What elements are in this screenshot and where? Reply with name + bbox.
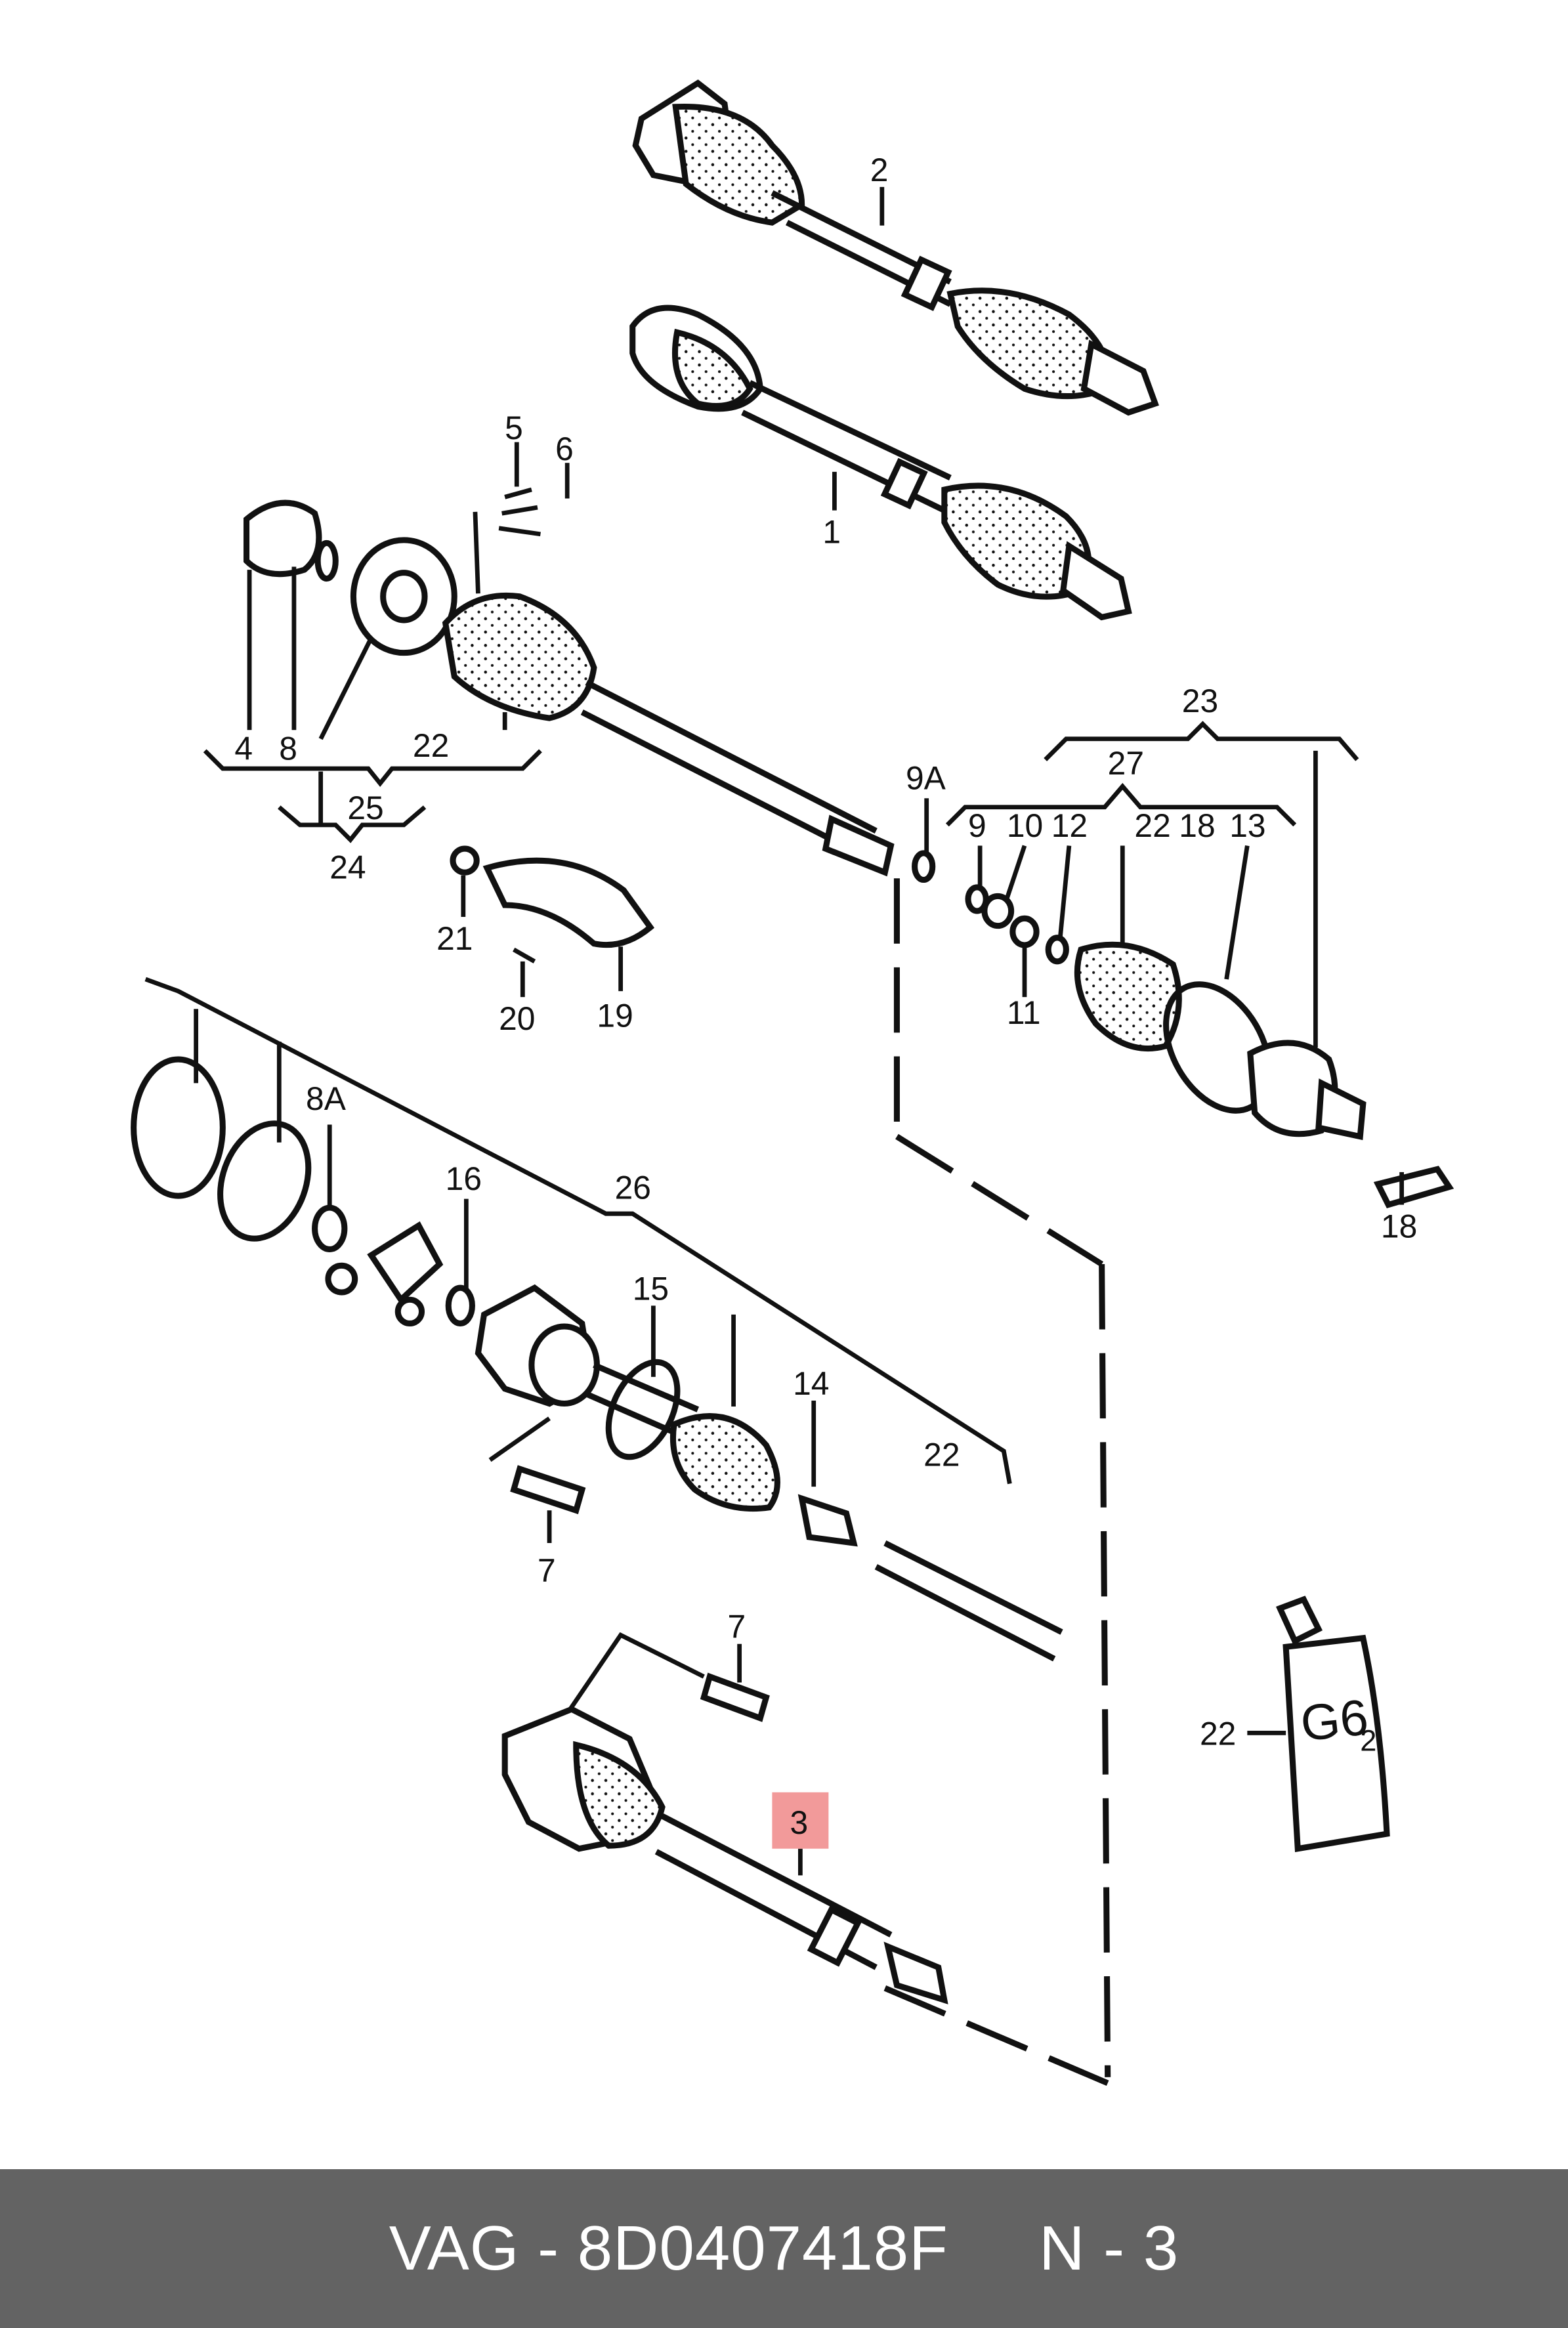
callout-7-middle: 7 [538, 1552, 556, 1589]
callout-23: 23 [1182, 683, 1218, 719]
callout-14: 14 [793, 1365, 829, 1402]
callout-26: 26 [615, 1170, 651, 1206]
callout-2: 2 [870, 152, 889, 188]
callout-8: 8 [279, 730, 297, 767]
callout-3: 3 [790, 1804, 809, 1841]
callout-1: 1 [822, 513, 841, 550]
grease-tube-label: G6 [1298, 1689, 1371, 1752]
grease-tube-sub: 2 [1360, 1724, 1376, 1758]
callout-22-upper: 22 [413, 727, 449, 764]
callout-18-right: 18 [1179, 807, 1215, 844]
callout-13: 13 [1229, 807, 1265, 844]
callout-7-lower: 7 [728, 1609, 746, 1645]
callout-19: 19 [597, 997, 633, 1034]
callout-11: 11 [1007, 994, 1041, 1031]
callout-24: 24 [329, 849, 366, 885]
callout-9A: 9A [906, 760, 946, 797]
callout-22-right: 22 [1134, 807, 1170, 844]
footer-part-text: VAG - 8D0407418F N - 3 [389, 2213, 1179, 2283]
callout-5: 5 [505, 410, 523, 446]
callout-22-tube: 22 [1200, 1715, 1236, 1752]
callout-22-middle: 22 [923, 1436, 960, 1473]
callout-27: 27 [1108, 745, 1144, 782]
leader-lines [144, 186, 1405, 2086]
callout-labels: 2 1 5 6 4 8 22 25 24 21 20 19 9A 23 27 9… [234, 152, 1417, 1841]
upper-joint-assembly [244, 487, 936, 883]
callout-21: 21 [436, 920, 473, 957]
callout-6: 6 [555, 431, 574, 467]
callout-25: 25 [347, 790, 383, 826]
callout-9: 9 [968, 807, 986, 844]
drive-shaft-3 [501, 1672, 948, 2004]
drive-shaft-1 [629, 305, 1132, 621]
outer-joint-group [965, 884, 1454, 1209]
middle-joint-assembly [131, 1056, 1063, 1662]
callout-20: 20 [499, 1000, 535, 1037]
heat-shield-group [450, 845, 655, 963]
callout-12: 12 [1051, 807, 1088, 844]
exploded-parts-diagram: G6 2 [131, 79, 1454, 2086]
highlight-box [772, 1792, 829, 1849]
callout-18-bottom: 18 [1381, 1208, 1417, 1244]
callout-16: 16 [446, 1160, 482, 1197]
footer-bar: VAG - 8D0407418F N - 3 [0, 2169, 1568, 2328]
callout-4: 4 [234, 730, 253, 767]
callout-8A: 8A [306, 1080, 347, 1117]
grease-tube-22: G6 2 [1275, 1596, 1390, 1852]
callout-10: 10 [1007, 807, 1043, 844]
drive-shaft-2 [632, 79, 1159, 416]
callout-15: 15 [633, 1270, 669, 1307]
